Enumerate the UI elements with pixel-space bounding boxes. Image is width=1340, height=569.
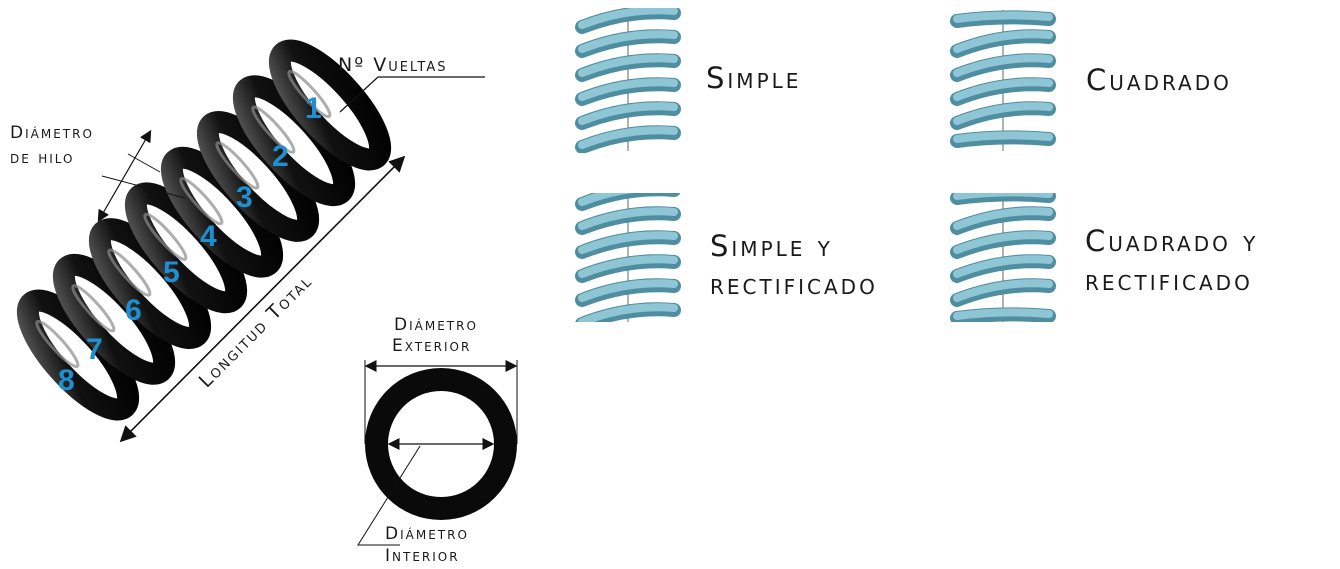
end-type-squared-ground-label-2: rectificado (1085, 263, 1253, 297)
mini-coil-highlight (953, 30, 1053, 53)
end-type-simple-label: Simple (706, 61, 802, 95)
coil-number-8: 8 (58, 364, 75, 397)
end-type-squared-ground-label-1: Cuadrado y (1085, 224, 1259, 258)
total-length-dimension-line (119, 155, 406, 443)
spring-end-squared-ground (945, 185, 1065, 330)
coil-highlight (287, 69, 332, 119)
ground-cut (570, 185, 690, 193)
coil-number-7: 7 (86, 333, 103, 366)
mini-coil-highlight (953, 11, 1053, 23)
mini-coil-highlight (578, 78, 678, 101)
compression-spring-diagram (16, 39, 485, 443)
inner-diameter-leader (357, 445, 421, 546)
mini-coil-highlight (578, 126, 678, 149)
coil-highlight (251, 105, 296, 154)
mini-coil-highlight (578, 207, 678, 230)
coil-highlight (71, 284, 116, 333)
ground-cut (945, 322, 1065, 330)
mini-coil-highlight (578, 255, 678, 278)
wire-diameter-label-2: de hilo (10, 148, 75, 168)
outer-diameter-label-1: Diámetro (394, 315, 478, 335)
spring-end-simple (575, 8, 681, 153)
end-type-squared-label: Cuadrado (1086, 63, 1232, 97)
spring-end-squared (950, 10, 1056, 151)
mini-coil-highlight (953, 54, 1053, 77)
wire-ring-cross-section (357, 360, 518, 546)
mini-coil-highlight (578, 279, 678, 302)
coil-number-6: 6 (125, 294, 142, 327)
ground-cut (570, 322, 690, 330)
inner-diameter-label-2: Interior (385, 546, 460, 566)
mini-coil-highlight (953, 78, 1053, 101)
mini-coil-highlight (578, 231, 678, 254)
coil-number-1: 1 (305, 92, 322, 125)
mini-coil-highlight (953, 231, 1053, 254)
mini-coil-highlight (578, 30, 678, 53)
end-type-simple-ground-label-2: rectificado (710, 267, 878, 301)
mini-coil-highlight (953, 131, 1053, 143)
mini-coil-highlight (578, 102, 678, 125)
turns-label: Nº Vueltas (338, 54, 448, 76)
mini-coil-highlight (578, 303, 678, 326)
mini-coil-highlight (953, 255, 1053, 278)
mini-coil-highlight (578, 8, 678, 29)
inner-diameter-label-1: Diámetro (385, 524, 469, 544)
mini-coil-highlight (953, 308, 1053, 320)
coil-number-4: 4 (200, 220, 217, 253)
mini-coil-highlight (953, 207, 1053, 230)
mini-coil-highlight (578, 54, 678, 77)
coil-number-5: 5 (163, 256, 180, 289)
coil-number-3: 3 (236, 181, 253, 214)
wire-diameter-line-b (127, 153, 161, 173)
end-type-simple-ground-label-1: Simple y (710, 229, 833, 263)
coil-number-2: 2 (272, 140, 289, 173)
spring-end-simple-ground (570, 185, 690, 330)
mini-coil-highlight (953, 279, 1053, 302)
wire-diameter-arrow (97, 129, 152, 223)
mini-coil-highlight (953, 102, 1053, 125)
coil-highlight (35, 319, 80, 369)
outer-diameter-label-2: Exterior (392, 336, 472, 356)
ground-cut (945, 185, 1065, 193)
wire-diameter-label-1: Diámetro (10, 123, 94, 143)
turns-leader-line (339, 76, 485, 113)
